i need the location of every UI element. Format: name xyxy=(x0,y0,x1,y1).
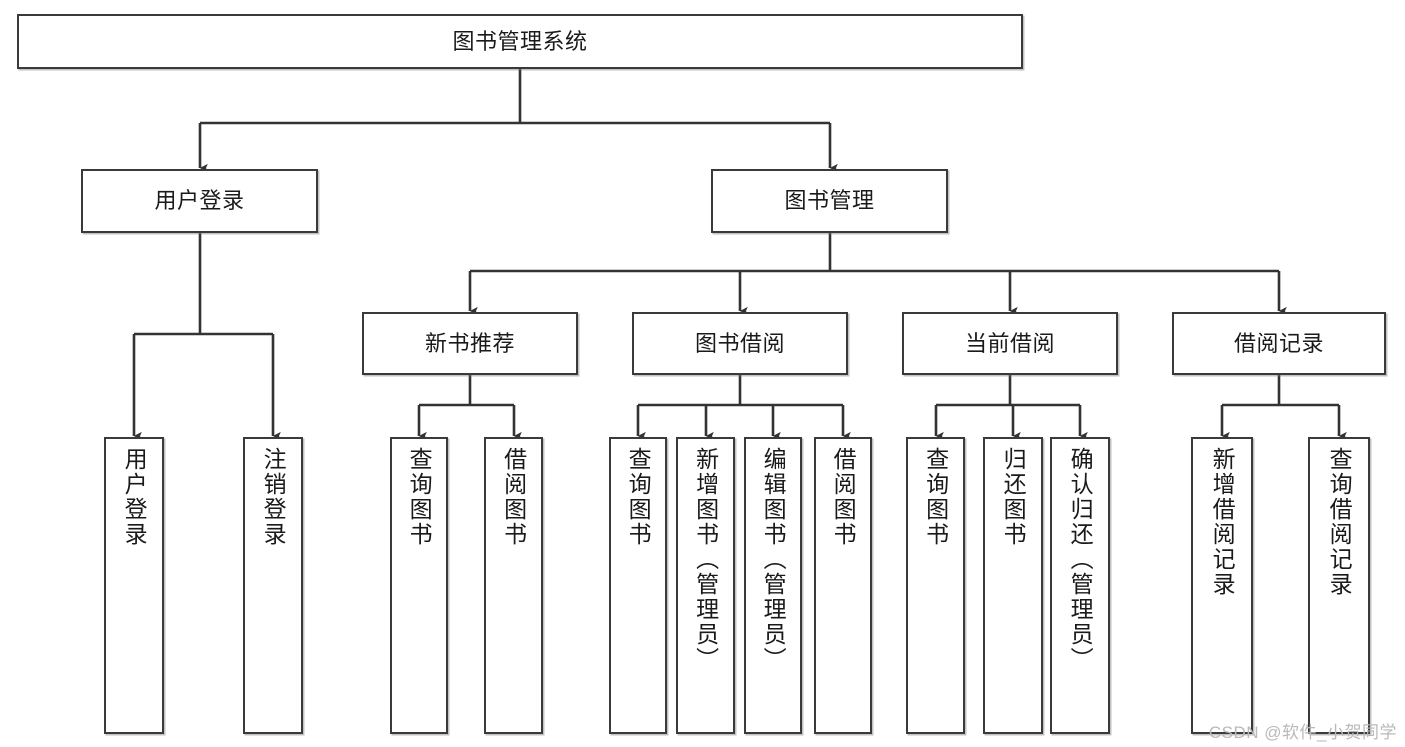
node-l1[interactable]: 用户登录 xyxy=(104,437,164,734)
node-l12[interactable]: 新增借阅记录 xyxy=(1191,437,1253,734)
node-label: 归还图书 xyxy=(1000,447,1027,547)
node-l2[interactable]: 注销登录 xyxy=(243,437,303,734)
node-bookmgmt[interactable]: 图书管理 xyxy=(711,169,948,233)
node-root[interactable]: 图书管理系统 xyxy=(17,14,1023,69)
node-label: 图书管理系统 xyxy=(452,28,588,54)
node-label: 查询图书 xyxy=(625,447,652,547)
node-label: 新增图书（管理员） xyxy=(692,447,719,672)
node-label: 图书管理 xyxy=(784,188,875,214)
node-records[interactable]: 借阅记录 xyxy=(1172,312,1386,375)
node-label: 借阅图书 xyxy=(830,447,857,547)
watermark: CSDN @软件_小贺同学 xyxy=(1208,723,1397,742)
node-l3[interactable]: 查询图书 xyxy=(390,437,448,734)
node-label: 借阅图书 xyxy=(500,447,527,547)
node-label: 编辑图书（管理员） xyxy=(760,447,787,672)
node-label: 借阅记录 xyxy=(1233,330,1324,356)
node-l5[interactable]: 查询图书 xyxy=(609,437,667,734)
node-l11[interactable]: 确认归还（管理员） xyxy=(1050,437,1110,734)
node-label: 确认归还（管理员） xyxy=(1067,447,1094,672)
node-label: 注销登录 xyxy=(260,447,287,547)
node-label: 查询图书 xyxy=(406,447,433,547)
node-l6[interactable]: 新增图书（管理员） xyxy=(676,437,735,734)
node-l7[interactable]: 编辑图书（管理员） xyxy=(744,437,802,734)
node-l4[interactable]: 借阅图书 xyxy=(484,437,543,734)
node-label: 当前借阅 xyxy=(964,330,1055,356)
node-l8[interactable]: 借阅图书 xyxy=(814,437,872,734)
node-label: 查询图书 xyxy=(922,447,949,547)
node-l10[interactable]: 归还图书 xyxy=(983,437,1043,734)
node-label: 用户登录 xyxy=(121,447,148,547)
node-l9[interactable]: 查询图书 xyxy=(906,437,965,734)
node-current[interactable]: 当前借阅 xyxy=(902,312,1118,375)
node-label: 图书借阅 xyxy=(694,330,785,356)
node-label: 用户登录 xyxy=(154,188,245,214)
node-label: 新书推荐 xyxy=(424,330,515,356)
node-l13[interactable]: 查询借阅记录 xyxy=(1308,437,1370,734)
node-login[interactable]: 用户登录 xyxy=(81,169,318,233)
node-newbook[interactable]: 新书推荐 xyxy=(362,312,578,375)
node-label: 查询借阅记录 xyxy=(1326,447,1353,597)
node-borrow[interactable]: 图书借阅 xyxy=(632,312,848,375)
node-label: 新增借阅记录 xyxy=(1209,447,1236,597)
